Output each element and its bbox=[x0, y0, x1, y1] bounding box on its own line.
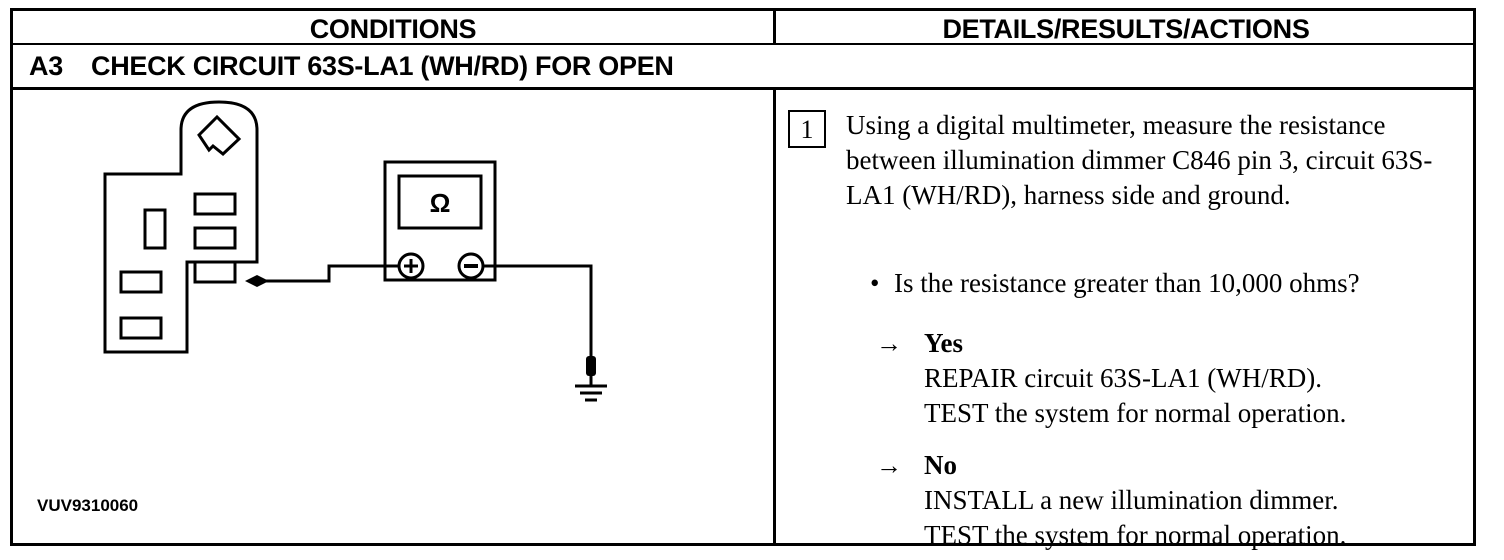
header-divider bbox=[13, 43, 1473, 45]
step-title-row: A3 CHECK CIRCUIT 63S-LA1 (WH/RD) FOR OPE… bbox=[13, 45, 1473, 87]
question-text: Is the resistance greater than 10,000 oh… bbox=[894, 268, 1360, 298]
details-header: DETAILS/RESULTS/ACTIONS bbox=[942, 14, 1310, 44]
no-action-2: TEST the system for normal operation. bbox=[924, 520, 1347, 550]
ohm-symbol: Ω bbox=[430, 188, 451, 218]
negative-lead bbox=[483, 264, 593, 358]
connector-key bbox=[197, 114, 242, 156]
no-result: No INSTALL a new illumination dimmer. TE… bbox=[924, 448, 1346, 553]
column-divider-body bbox=[773, 90, 776, 543]
connector-pin-cavity bbox=[193, 226, 237, 250]
wiring-diagram-svg: Ω bbox=[103, 100, 607, 402]
arrow-icon: → bbox=[876, 329, 902, 358]
connector-pin-cavity bbox=[143, 208, 167, 250]
no-action-1: INSTALL a new illumination dimmer. bbox=[924, 485, 1339, 515]
connector-pin-cavity bbox=[119, 270, 163, 294]
details-column: 1 Using a digital multimeter, measure th… bbox=[776, 90, 1476, 550]
yes-result: Yes REPAIR circuit 63S-LA1 (WH/RD). TEST… bbox=[924, 326, 1346, 431]
multimeter-display bbox=[397, 174, 483, 230]
step-title: CHECK CIRCUIT 63S-LA1 (WH/RD) FOR OPEN bbox=[91, 51, 674, 81]
step-number: A3 bbox=[29, 51, 63, 81]
connector-outline bbox=[103, 100, 259, 354]
probe-tip bbox=[245, 275, 269, 287]
substep-number: 1 bbox=[788, 110, 826, 148]
procedure-table: CONDITIONS DETAILS/RESULTS/ACTIONS A3 CH… bbox=[10, 8, 1476, 550]
connector-pin-cavity bbox=[193, 192, 237, 216]
connector-pin-cavity bbox=[119, 316, 163, 340]
arrow-icon: → bbox=[876, 451, 902, 480]
positive-lead bbox=[249, 264, 399, 283]
title-divider bbox=[13, 87, 1473, 90]
bullet-dot: • bbox=[870, 268, 880, 298]
ground-probe-tip bbox=[586, 356, 596, 376]
yes-label: Yes bbox=[924, 328, 963, 358]
instruction-text: Using a digital multimeter, measure the … bbox=[846, 110, 1433, 210]
yes-action-1: REPAIR circuit 63S-LA1 (WH/RD). bbox=[924, 363, 1322, 393]
figure-id: VUV9310060 bbox=[37, 496, 139, 515]
no-label: No bbox=[924, 450, 957, 480]
question: • Is the resistance greater than 10,000 o… bbox=[870, 266, 1360, 301]
conditions-header: CONDITIONS bbox=[309, 14, 477, 44]
yes-action-2: TEST the system for normal operation. bbox=[924, 398, 1347, 428]
wiring-diagram: Ω VUV9310060 bbox=[13, 90, 773, 543]
column-divider bbox=[773, 11, 776, 43]
multimeter-body bbox=[383, 160, 497, 282]
connector-pin-cavity bbox=[193, 260, 237, 284]
